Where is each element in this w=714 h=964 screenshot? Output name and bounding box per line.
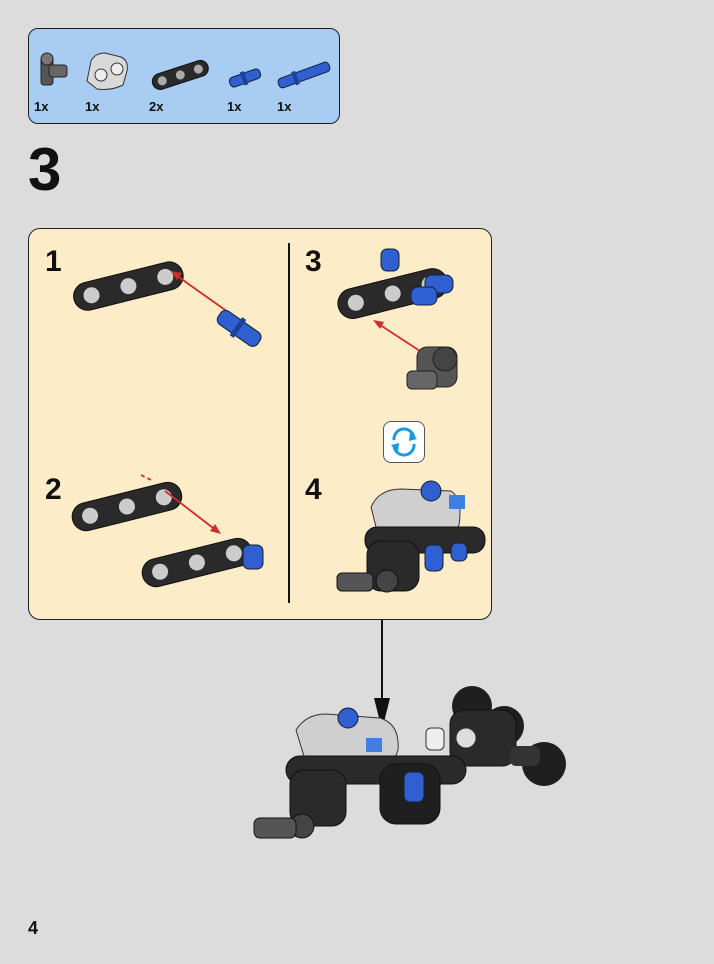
- substep-4-illustration: [331, 477, 491, 607]
- substep-number: 4: [305, 475, 322, 505]
- substep-2-illustration: [65, 467, 275, 597]
- part-qty: 1x: [85, 99, 99, 114]
- substeps-panel: 1 2 3 4: [28, 228, 492, 620]
- gray-axle-connector-icon: [35, 49, 75, 93]
- black-beam-3-icon: [147, 55, 213, 93]
- substep-number: 2: [45, 475, 62, 505]
- part-qty: 1x: [227, 99, 241, 114]
- panel-divider: [288, 243, 290, 603]
- step-number: 3: [28, 140, 61, 200]
- substep-number: 3: [305, 247, 322, 277]
- substep-number: 1: [45, 247, 62, 277]
- substep-3-illustration: [321, 239, 481, 409]
- assembled-model-illustration: [250, 680, 570, 850]
- part-qty: 2x: [149, 99, 163, 114]
- substep-1-illustration: [65, 239, 275, 359]
- part-qty: 1x: [277, 99, 291, 114]
- blue-pin-long-icon: [273, 57, 335, 93]
- part-qty: 1x: [34, 99, 48, 114]
- page-number: 4: [28, 918, 38, 939]
- light-gray-double-connector-icon: [81, 47, 133, 93]
- blue-pin-short-icon: [225, 63, 265, 93]
- rotate-model-icon: [383, 421, 425, 463]
- parts-list-box: 1x 1x 2x 1x 1x: [28, 28, 340, 124]
